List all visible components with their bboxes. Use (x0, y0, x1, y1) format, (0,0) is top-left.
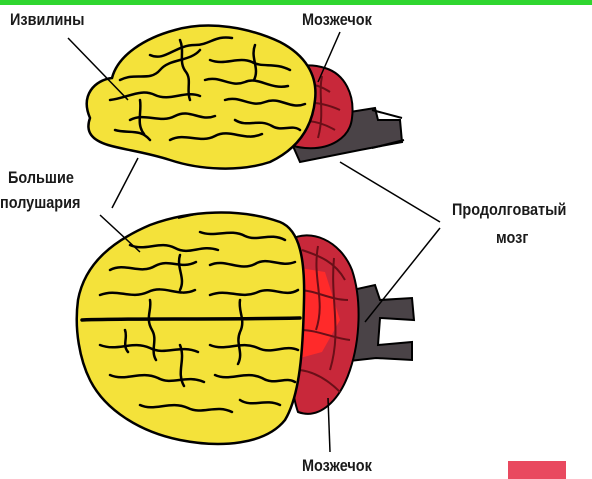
accent-block (508, 461, 566, 479)
label-medulla-line1: Продолговатый (452, 200, 566, 220)
label-cerebellum-bottom: Мозжечок (302, 456, 372, 476)
leader-hemispheres-to-top (112, 158, 138, 208)
label-medulla-line2: мозг (496, 228, 528, 248)
label-cerebellum-top: Мозжечок (302, 10, 372, 30)
leader-medulla-to-top (340, 162, 440, 222)
brain-top-view (77, 213, 414, 444)
brain-side-view (87, 26, 404, 169)
label-hemispheres-line1: Большие (8, 168, 74, 188)
label-gyri: Извилины (10, 10, 84, 30)
leader-cerebellum-bottom (328, 398, 330, 452)
label-hemispheres-line2: полушария (0, 193, 80, 213)
